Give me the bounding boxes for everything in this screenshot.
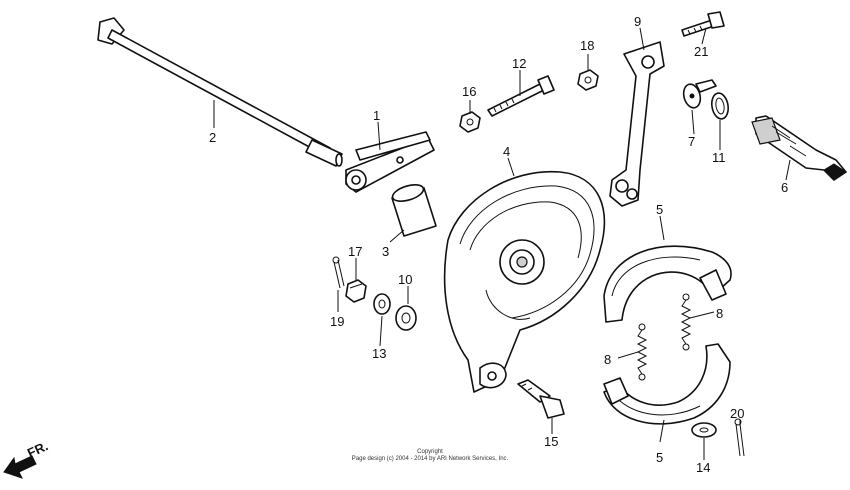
- callout-16: 16: [462, 84, 476, 99]
- front-direction-indicator: FR.: [3, 438, 50, 479]
- part-12-bolt: [487, 75, 555, 117]
- copyright-text: Page design (c) 2004 - 2014 by ARI Netwo…: [351, 456, 509, 462]
- part-17-nut: [345, 279, 367, 303]
- callout-19: 19: [330, 314, 344, 329]
- copyright-title: Copyright: [417, 449, 443, 455]
- callout-15: 15: [544, 434, 558, 449]
- callout-2: 2: [209, 130, 216, 145]
- part-15-pivot-bolt: [517, 379, 565, 419]
- callout-5-lower: 5: [656, 450, 663, 465]
- part-21-bolt: [681, 11, 725, 37]
- part-4-brake-panel: [443, 170, 606, 393]
- callout-14: 14: [696, 460, 710, 475]
- part-7-indicator-plate: [682, 79, 717, 109]
- part-5-brake-shoe-upper: [603, 245, 732, 323]
- part-1-adjuster: [345, 131, 435, 193]
- callout-12: 12: [512, 56, 526, 71]
- callout-3: 3: [382, 244, 389, 259]
- part-3-collar: [391, 184, 437, 237]
- callout-18: 18: [580, 38, 594, 53]
- callout-numbers: 1 2 3 4 5 5 6 7 8 8 9 10 11 12 13 14 15 …: [209, 14, 788, 475]
- copyright-notice: Copyright Page design (c) 2004 - 2014 by…: [300, 449, 560, 463]
- callout-11: 11: [712, 150, 726, 165]
- callout-8-left: 8: [604, 352, 611, 367]
- part-9-brake-arm: [609, 41, 665, 207]
- callout-4: 4: [503, 144, 510, 159]
- part-5-brake-shoe-lower: [603, 343, 731, 425]
- callout-7: 7: [688, 134, 695, 149]
- part-14-washer: [691, 422, 717, 438]
- part-19-cotter-pin: [332, 256, 345, 289]
- part-2-axle: [97, 17, 343, 167]
- callout-9: 9: [634, 14, 641, 29]
- callout-8-right: 8: [716, 306, 723, 321]
- part-10-collar: [395, 305, 417, 331]
- part-18-nut: [577, 69, 599, 91]
- callout-10: 10: [398, 272, 412, 287]
- leader-lines: [213, 27, 791, 460]
- callout-17: 17: [348, 244, 362, 259]
- part-6-brake-cam: [751, 115, 847, 181]
- part-13-washer: [373, 293, 391, 315]
- direction-arrow-icon: [3, 455, 37, 479]
- part-8-spring-right: [680, 293, 692, 351]
- part-16-nut: [459, 111, 481, 133]
- callout-21: 21: [694, 44, 708, 59]
- callout-5-upper: 5: [656, 202, 663, 217]
- part-11-seal: [711, 92, 729, 120]
- direction-label: FR.: [25, 438, 50, 460]
- callout-1: 1: [373, 108, 380, 123]
- callout-20: 20: [730, 406, 744, 421]
- callout-6: 6: [781, 180, 788, 195]
- part-20-cotter-pin: [734, 418, 745, 457]
- callout-13: 13: [372, 346, 386, 361]
- part-8-spring-left: [636, 323, 648, 381]
